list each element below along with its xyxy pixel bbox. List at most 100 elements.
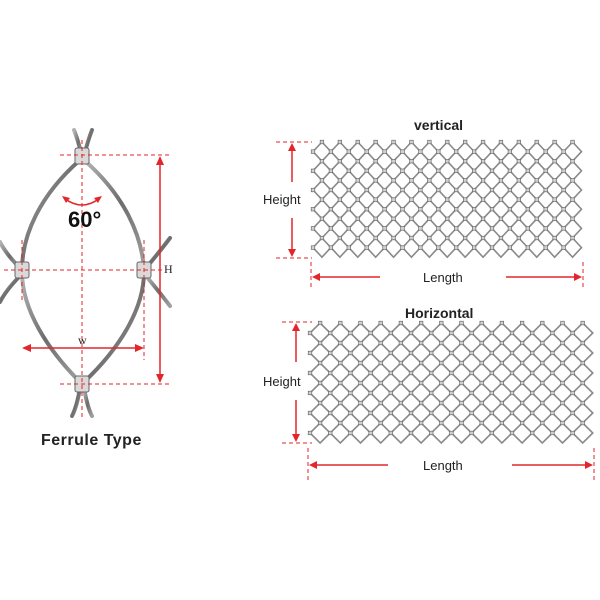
vertical-mesh-cell <box>490 198 511 220</box>
horizontal-mesh-cell <box>308 321 332 345</box>
horizontal-mesh-ferrule <box>317 400 323 406</box>
horizontal-mesh-cell <box>490 421 514 445</box>
vertical-mesh-cell <box>455 198 476 220</box>
horizontal-mesh-cell <box>409 421 433 445</box>
vertical-mesh-ferrule <box>498 159 504 164</box>
horizontal-mesh-cell <box>349 381 372 405</box>
vertical-mesh-ferrule <box>418 207 423 212</box>
horizontal-mesh-ferrule <box>479 380 484 386</box>
horizontal-mesh-cell <box>470 321 493 345</box>
vertical-mesh-ferrule <box>319 197 325 202</box>
vertical-mesh-ferrule <box>463 159 468 164</box>
vertical-mesh-cell <box>562 140 583 163</box>
horizontal-mesh-cell <box>510 341 534 365</box>
horizontal-mesh-cell <box>490 401 514 425</box>
vertical-mesh-ferrule <box>454 245 459 250</box>
vertical-mesh-ferrule <box>373 159 378 164</box>
horizontal-mesh-ferrule <box>328 350 333 356</box>
horizontal-mesh-ferrule <box>328 370 333 376</box>
ferrule-diagram <box>0 128 172 420</box>
width-arrow-right <box>135 344 144 352</box>
vertical-mesh-ferrule <box>561 207 566 212</box>
horizontal-mesh-cell <box>430 421 453 445</box>
horizontal-mesh-ferrule <box>489 330 494 336</box>
vertical-mesh-cell <box>490 160 511 182</box>
vertical-mesh-ferrule <box>561 149 566 154</box>
vertical-mesh-panel <box>310 139 583 259</box>
vertical-mesh-ferrule <box>471 168 477 173</box>
vertical-mesh-ferrule <box>454 149 459 154</box>
horizontal-mesh-cell <box>369 381 392 405</box>
vertical-mesh-cell <box>544 160 565 182</box>
vertical-mesh-cell <box>526 160 547 182</box>
horizontal-mesh-ferrule <box>560 380 565 386</box>
horizontal-mesh-cell <box>490 381 514 405</box>
vertical-mesh-ferrule <box>463 178 468 183</box>
horizontal-mesh-ferrule <box>429 390 434 396</box>
vertical-mesh-ferrule <box>418 187 423 193</box>
horizontal-mesh-ferrule <box>408 330 414 336</box>
horizontal-mesh-ferrule <box>469 330 474 336</box>
horizontal-mesh-ferrule <box>509 410 515 416</box>
vertical-mesh-ferrule <box>525 149 530 154</box>
vertical-mesh-ferrule <box>445 216 450 221</box>
horizontal-height-label: Height <box>263 374 301 389</box>
horizontal-mesh-cell <box>551 341 574 365</box>
horizontal-mesh-ferrule <box>479 420 484 426</box>
vertical-mesh-ferrule <box>364 187 369 193</box>
vertical-mesh-ferrule <box>436 149 441 154</box>
horizontal-mesh-cell <box>510 401 534 425</box>
vertical-mesh-ferrule <box>525 245 530 250</box>
horizontal-mesh-ferrule <box>368 370 373 376</box>
vertical-mesh-ferrule <box>373 216 378 221</box>
vertical-mesh-ferrule <box>328 245 334 250</box>
vertical-mesh-cell <box>490 217 511 240</box>
vertical-mesh-ferrule <box>337 178 342 183</box>
vertical-mesh-ferrule <box>337 216 342 221</box>
vertical-mesh-cell <box>455 236 476 259</box>
vertical-mesh-ferrule <box>355 159 360 164</box>
vertical-mesh-cell <box>419 140 440 163</box>
horizontal-mesh-cell <box>329 381 352 405</box>
horizontal-mesh-ferrule <box>449 410 454 416</box>
vertical-mesh-ferrule <box>427 139 432 145</box>
height-arrow-bottom <box>156 374 164 383</box>
horizontal-mesh-cell <box>531 401 554 425</box>
vertical-mesh-ferrule <box>516 197 521 202</box>
angle-arrow-left <box>62 196 70 203</box>
vertical-mesh-ferrule <box>436 207 441 212</box>
vertical-mesh-ferrule <box>489 187 495 193</box>
vertical-mesh-cell <box>329 160 350 182</box>
vertical-mesh-ferrule <box>436 187 441 193</box>
vertical-mesh-ferrule <box>427 197 432 202</box>
horizontal-mesh-ferrule <box>570 370 575 376</box>
horizontal-mesh-cell <box>531 341 554 365</box>
vertical-mesh-ferrule <box>543 226 548 231</box>
vertical-mesh-cell <box>437 198 458 220</box>
horizontal-mesh-ferrule <box>418 400 424 406</box>
horizontal-mesh-ferrule <box>368 430 373 436</box>
vertical-mesh-ferrule <box>328 168 334 173</box>
vertical-mesh-cell <box>347 179 368 201</box>
vertical-mesh-ferrule <box>382 207 387 212</box>
vertical-mesh-cell <box>383 198 404 220</box>
vertical-mesh-cell <box>329 198 350 220</box>
horizontal-mesh-ferrule <box>519 360 525 366</box>
horizontal-mesh-ferrule <box>429 410 434 416</box>
horizontal-mesh-ferrule <box>358 360 363 366</box>
horizontal-mesh-ferrule <box>358 420 363 426</box>
vertical-mesh-ferrule <box>516 139 521 145</box>
horizontal-mesh-ferrule <box>338 380 343 386</box>
horizontal-mesh-ferrule <box>418 420 424 426</box>
horizontal-mesh-cell <box>531 381 554 405</box>
horizontal-mesh-ferrule <box>388 370 393 376</box>
horizontal-mesh-ferrule <box>439 360 444 366</box>
horizontal-mesh-ferrule <box>459 360 464 366</box>
vertical-mesh-ferrule <box>525 207 530 212</box>
vertical-mesh-cell <box>508 236 529 259</box>
horizontal-mesh-ferrule <box>418 320 424 326</box>
horizontal-mesh-cell <box>571 381 594 405</box>
horizontal-mesh-ferrule <box>398 400 404 406</box>
horizontal-mesh-ferrule <box>398 360 404 366</box>
horizontal-mesh-ferrule <box>509 330 515 336</box>
